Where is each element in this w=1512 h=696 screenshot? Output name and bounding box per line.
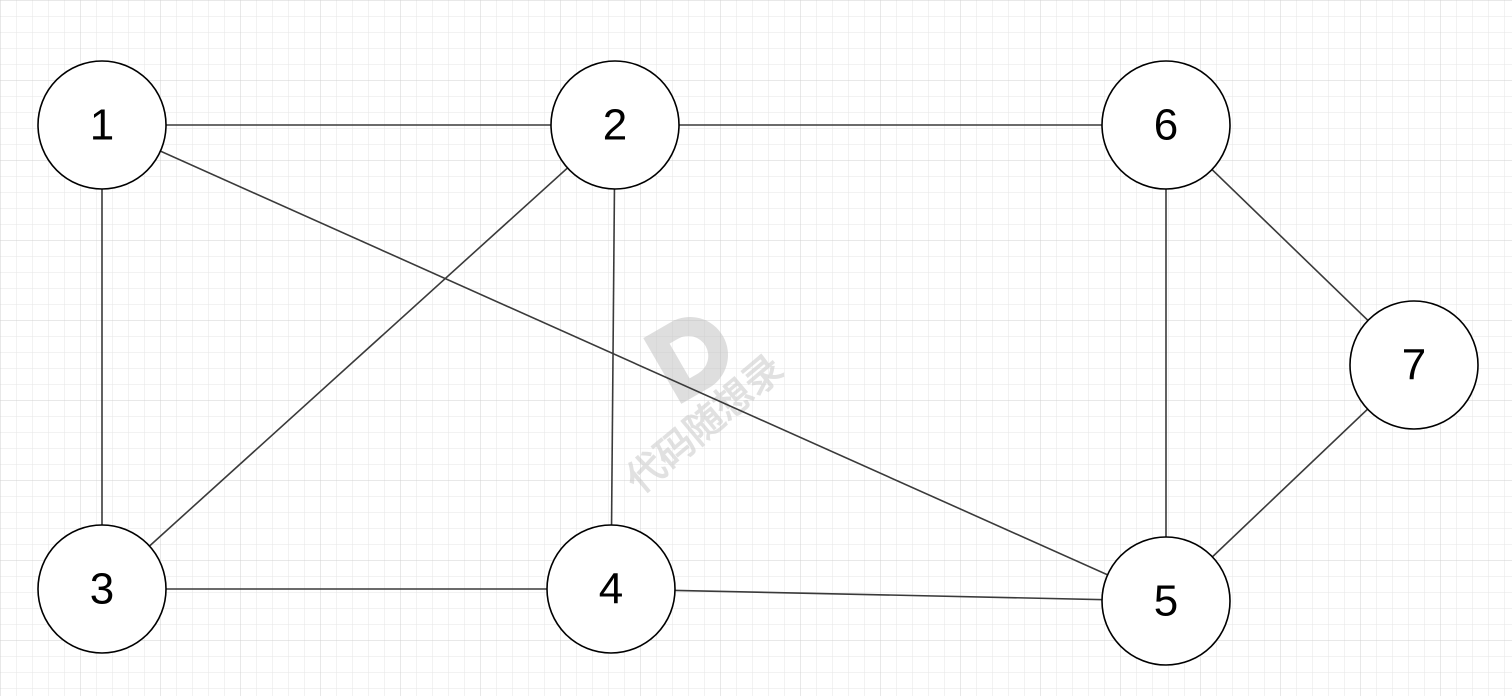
node-circle-1	[37, 60, 167, 190]
node-2: 2	[550, 60, 680, 190]
node-4: 4	[546, 524, 676, 654]
node-circle-7	[1349, 300, 1479, 430]
node-6: 6	[1101, 60, 1231, 190]
edge-1-5	[101, 124, 1167, 602]
node-7: 7	[1349, 300, 1479, 430]
node-label-3: 3	[90, 565, 114, 614]
node-circle-5	[1101, 536, 1231, 666]
node-label-4: 4	[599, 565, 623, 614]
node-label-7: 7	[1402, 341, 1426, 390]
edge-2-3	[101, 124, 616, 590]
node-circle-3	[37, 524, 167, 654]
edges-layer	[101, 124, 1415, 602]
edge-2-4	[610, 124, 616, 590]
node-label-6: 6	[1154, 101, 1178, 150]
node-5: 5	[1101, 536, 1231, 666]
node-label-5: 5	[1154, 577, 1178, 626]
edge-4-5	[610, 588, 1167, 602]
node-3: 3	[37, 524, 167, 654]
node-label-2: 2	[603, 101, 627, 150]
node-label-1: 1	[90, 101, 114, 150]
node-circle-4	[546, 524, 676, 654]
node-circle-2	[550, 60, 680, 190]
d-logo-icon	[643, 317, 728, 404]
node-1: 1	[37, 60, 167, 190]
nodes-layer: 1 2 3 4 5 6 7	[37, 60, 1479, 666]
node-circle-6	[1101, 60, 1231, 190]
